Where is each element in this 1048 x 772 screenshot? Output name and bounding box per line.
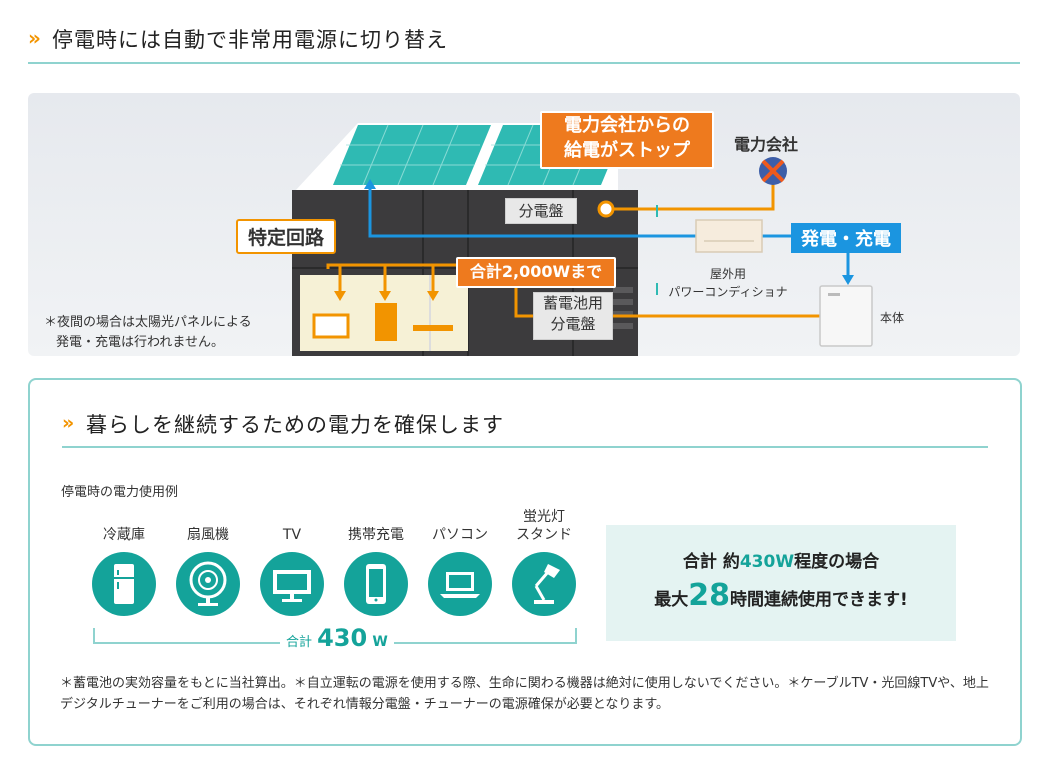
supply-stop-callout: 電力会社からの 給電がストップ <box>540 111 714 169</box>
power-diagram: 電力会社からの 給電がストップ 電力会社 分電盤 特定回路 合計2,000Wまで… <box>28 93 1020 356</box>
footnotes: ＊蓄電池の実効容量をもとに当社算出。＊自立運転の電源を使用する際、生命に関わる機… <box>60 676 989 712</box>
total-2000w-label: 合計2,000Wまで <box>456 257 616 288</box>
appliance-fan: 扇風機 <box>166 500 250 616</box>
supply-stop-line2: 給電がストップ <box>564 140 690 161</box>
generate-charge-label: 発電・充電 <box>791 223 901 253</box>
outdoor-pcs-label: 屋外用 パワーコンディショナ <box>668 265 788 301</box>
refrigerator-icon <box>92 552 156 616</box>
result-box: 合計 約430W程度の場合 最大28時間連続使用できます! <box>606 525 956 641</box>
battery-board-line1: 蓄電池用 <box>542 294 603 312</box>
result-l1-post: 程度の場合 <box>794 552 880 572</box>
room-fridge-icon <box>375 303 397 341</box>
appliance-refrigerator: 冷蔵庫 <box>82 500 166 616</box>
outdoor-pcs-line2: パワーコンディショナ <box>668 285 788 299</box>
panel-title: 暮らしを継続するための電力を確保します <box>86 413 504 437</box>
battery-board-label: 蓄電池用 分電盤 <box>533 292 613 340</box>
supply-stop-line1: 電力会社からの <box>564 115 690 136</box>
specific-circuit-label: 特定回路 <box>236 219 337 254</box>
battery-unit-icon <box>819 285 873 347</box>
appliance-tv: TV <box>250 500 334 616</box>
appliance-name: TV <box>282 527 302 543</box>
appliance-pc: パソコン <box>418 500 502 616</box>
result-l2-pre: 最大 <box>654 590 689 610</box>
laptop-icon <box>428 552 492 616</box>
distribution-board-label: 分電盤 <box>505 198 577 224</box>
chevron-icon: » <box>62 412 75 434</box>
battery-board-line2: 分電盤 <box>550 315 596 333</box>
night-note: ＊夜間の場合は太陽光パネルによる 発電・充電は行われません。 <box>44 313 252 353</box>
room-table-icon <box>413 325 453 331</box>
power-conditioner-icon <box>695 219 763 253</box>
total-unit: W <box>372 634 388 650</box>
result-line1: 合計 約430W程度の場合 <box>606 547 956 572</box>
appliance-smartphone: 携帯充電 <box>334 500 418 616</box>
appliance-desk-lamp: 蛍光灯 スタンド <box>502 500 586 616</box>
panel-header: » 暮らしを継続するための電力を確保します <box>62 408 988 448</box>
chevron-icon: » <box>28 26 41 50</box>
appliance-name: 冷蔵庫 <box>103 527 145 543</box>
room-tv-icon <box>312 313 350 339</box>
power-company-label: 電力会社 <box>734 135 799 154</box>
appliance-name: 蛍光灯 スタンド <box>516 509 572 543</box>
power-usage-panel: » 暮らしを継続するための電力を確保します 停電時の電力使用例 冷蔵庫 扇風機 … <box>28 378 1022 746</box>
desk-lamp-icon <box>512 552 576 616</box>
result-l1-val: 430W <box>739 552 795 572</box>
appliance-name: パソコン <box>432 527 488 543</box>
result-line2: 最大28時間連続使用できます! <box>606 578 956 613</box>
tv-icon <box>260 552 324 616</box>
result-l2-val: 28 <box>688 578 730 613</box>
total-prefix: 合計 <box>286 635 313 650</box>
smartphone-icon <box>344 552 408 616</box>
section-title: 停電時には自動で非常用電源に切り替え <box>52 28 448 52</box>
stop-burst-icon <box>597 200 615 218</box>
section-header: » 停電時には自動で非常用電源に切り替え <box>28 22 1020 64</box>
example-title: 停電時の電力使用例 <box>61 485 179 500</box>
appliance-name: 扇風機 <box>187 527 229 543</box>
night-note-line1: ＊夜間の場合は太陽光パネルによる <box>44 315 252 330</box>
total-value: 430 <box>317 624 368 652</box>
appliance-name: 携帯充電 <box>348 527 404 543</box>
main-unit-label: 本体 <box>880 311 905 325</box>
total-watts: 合計 430 W <box>280 624 394 652</box>
solar-panel-left <box>333 125 491 185</box>
fan-icon <box>176 552 240 616</box>
night-note-line2: 発電・充電は行われません。 <box>56 335 224 350</box>
outdoor-pcs-line1: 屋外用 <box>709 267 746 281</box>
result-l1-pre: 合計 約 <box>682 552 740 572</box>
result-l2-post: 時間連続使用できます! <box>729 590 908 610</box>
